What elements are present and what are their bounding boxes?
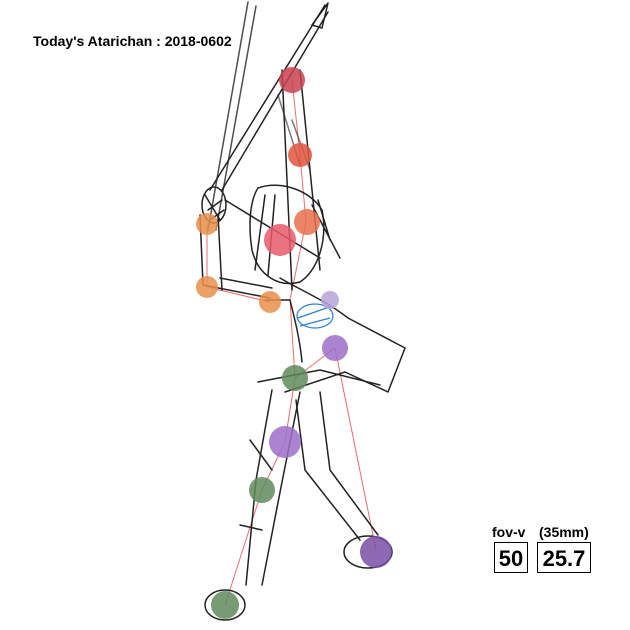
joint-hand-left[interactable] bbox=[196, 213, 218, 235]
joint-knee-right[interactable] bbox=[249, 477, 275, 503]
joint-staff-top[interactable] bbox=[279, 67, 305, 93]
focal-length-value-box[interactable]: 25.7 bbox=[537, 542, 591, 573]
joint-wrist-right[interactable] bbox=[288, 143, 312, 167]
joint-markers bbox=[196, 67, 392, 619]
joint-elbow-left[interactable] bbox=[196, 276, 218, 298]
figure-sketch bbox=[199, 1, 406, 621]
joint-knee-left[interactable] bbox=[269, 426, 301, 458]
joint-foot-left[interactable] bbox=[211, 591, 239, 619]
page-title: Today's Atarichan : 2018-0602 bbox=[33, 33, 232, 49]
fov-value-box[interactable]: 50 bbox=[494, 542, 528, 573]
joint-chest[interactable] bbox=[321, 291, 339, 309]
joint-foot-right[interactable] bbox=[360, 536, 392, 568]
joint-hip[interactable] bbox=[282, 365, 308, 391]
focal-length-label: (35mm) bbox=[539, 524, 589, 540]
joint-waist[interactable] bbox=[322, 335, 348, 361]
fov-label: fov-v bbox=[492, 524, 526, 540]
joint-head[interactable] bbox=[264, 224, 296, 256]
joint-elbow-right[interactable] bbox=[294, 209, 320, 235]
joint-shoulder[interactable] bbox=[259, 291, 281, 313]
